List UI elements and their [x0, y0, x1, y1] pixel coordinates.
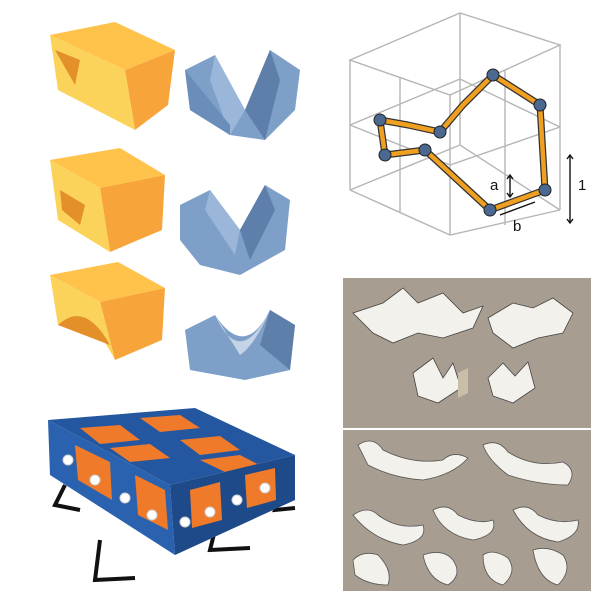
paper-folds-bottom-svg — [343, 430, 591, 591]
paper-nets-top — [352, 287, 574, 404]
dimension-arrows — [499, 153, 574, 225]
paper-folds-top-svg — [343, 278, 591, 428]
block-holes — [62, 454, 271, 528]
label-1: 1 — [578, 177, 586, 194]
orange-shape-1 — [50, 22, 175, 130]
orange-shape-2 — [50, 148, 165, 252]
orange-shape-3 — [50, 262, 165, 360]
path-outline — [376, 71, 549, 214]
blocks-photo-svg — [40, 400, 305, 585]
cube-diagram-svg: a b 1 — [348, 12, 586, 236]
shape-grid-svg — [50, 22, 300, 380]
blue-shape-1 — [185, 50, 300, 140]
label-a: a — [490, 177, 499, 194]
label-b: b — [513, 218, 521, 235]
cube-wireframe — [348, 12, 562, 236]
paper-folds-photo-top — [343, 278, 591, 428]
blocks-photo — [40, 400, 305, 585]
blue-shape-3 — [185, 310, 295, 380]
paper-nets-bottom — [352, 440, 579, 586]
paper-folds-photo-bottom — [343, 430, 591, 591]
blue-shape-2 — [180, 185, 290, 275]
shape-grid — [40, 10, 310, 380]
path-nodes — [373, 68, 552, 217]
cube-diagram: a b 1 — [330, 5, 591, 275]
